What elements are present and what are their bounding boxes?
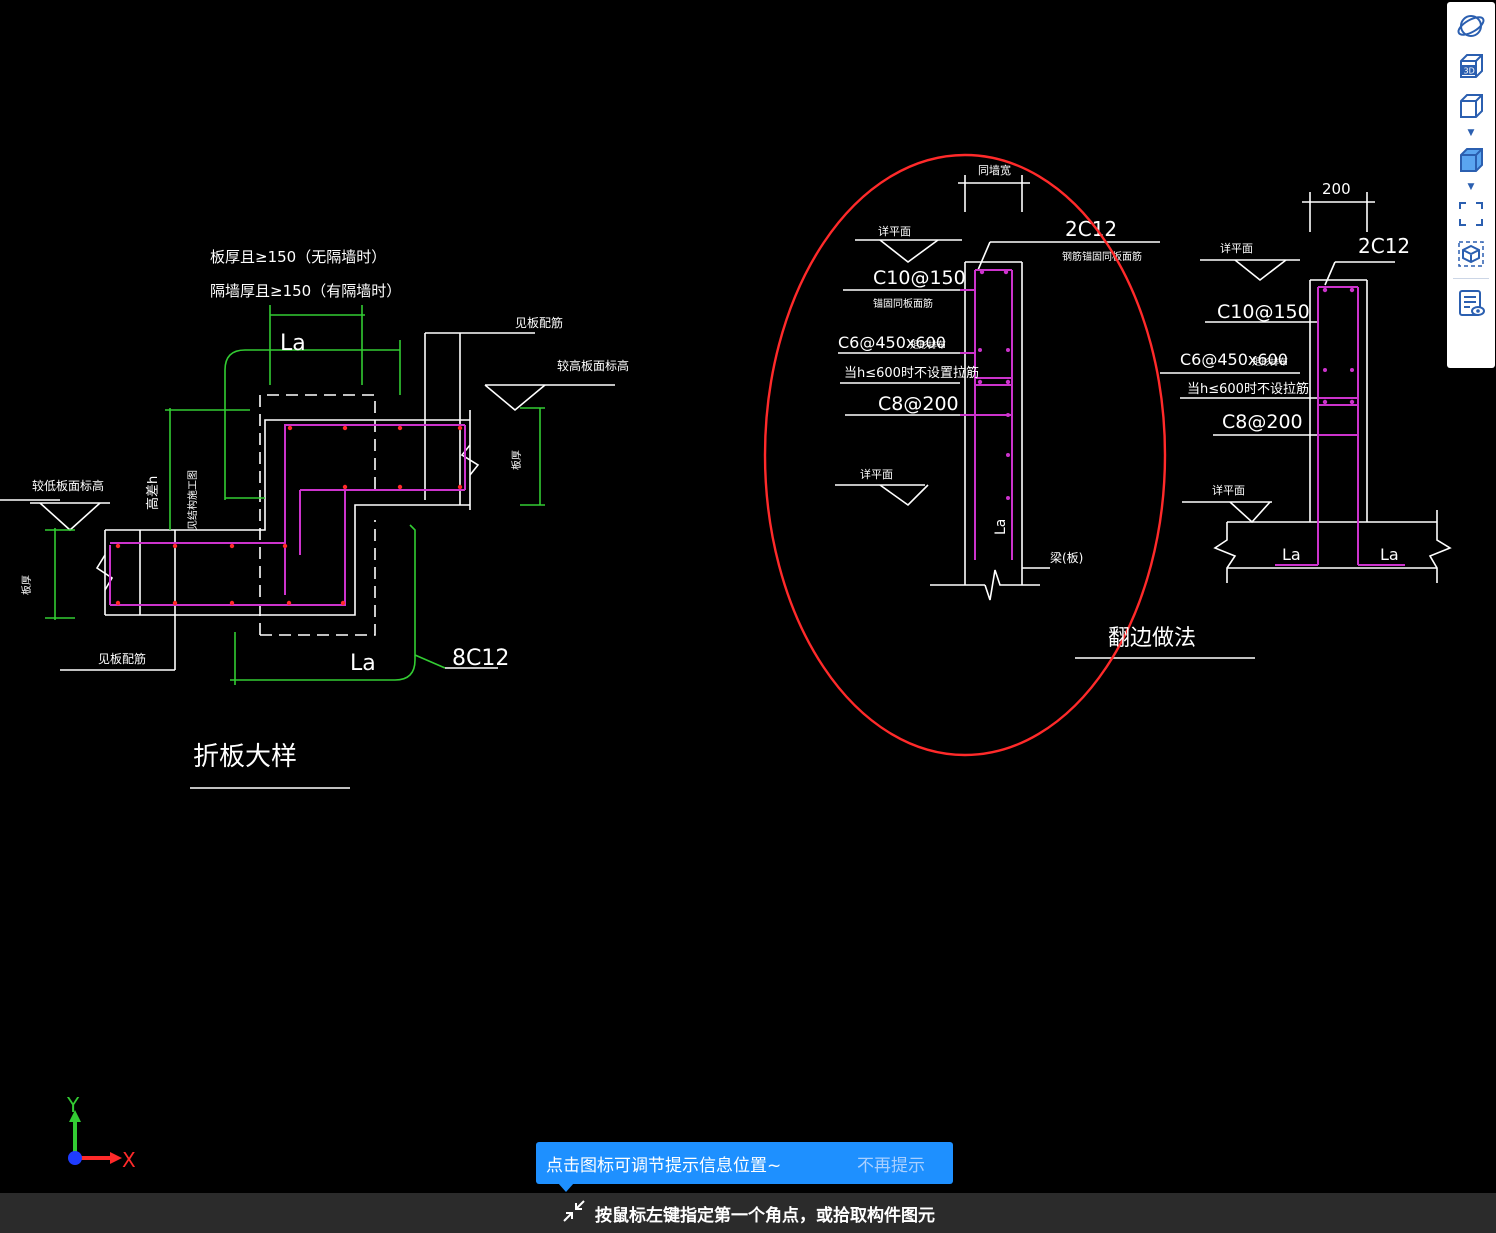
- right-dim-top: 200: [1322, 180, 1351, 198]
- hint-tooltip[interactable]: 点击图标可调节提示信息位置~ 不再提示: [536, 1142, 953, 1184]
- collapse-icon[interactable]: [561, 1198, 587, 1228]
- box-view-dropdown-icon[interactable]: ▼: [1467, 128, 1475, 138]
- left-note-line2: 隔墙厚且≥150（有隔墙时）: [210, 282, 401, 300]
- mid-stirrup2-note: 矩形排布: [910, 339, 946, 351]
- right-stirrup2-note: 矩形排布: [1252, 356, 1288, 368]
- left-la-top: La: [280, 331, 306, 356]
- mid-rebar-top-note: 钢筋锚固同板面筋: [1062, 250, 1142, 263]
- mid-ref-bottom: 详平面: [860, 467, 893, 481]
- view-toolbar: 3D ▼ ▼: [1447, 2, 1495, 368]
- view-3d-icon[interactable]: 3D: [1447, 46, 1495, 86]
- left-detail-title: 折板大样: [193, 742, 297, 772]
- ucs-axes: Y X: [66, 1093, 136, 1172]
- left-detail: 板厚且≥150（无隔墙时） 隔墙厚且≥150（有隔墙时） La La 8C12 …: [0, 248, 629, 789]
- left-upper-elev-label: 较高板面标高: [557, 358, 629, 373]
- drawing-canvas[interactable]: 板厚且≥150（无隔墙时） 隔墙厚且≥150（有隔墙时） La La 8C12 …: [0, 0, 1496, 1193]
- fit-screen-icon[interactable]: [1447, 194, 1495, 234]
- left-lower-side-label: 见板配筋: [98, 651, 146, 666]
- left-vertical-note: 见结构施工图: [186, 470, 199, 530]
- mid-stirrup2: C6@450x600: [838, 333, 946, 352]
- left-upper-side-label: 见板配筋: [515, 315, 563, 330]
- box-view-icon[interactable]: [1447, 86, 1495, 126]
- mid-stirrup1-note: 锚固同板面筋: [873, 297, 933, 310]
- right-stirrup2-note2: 当h≤600时不设拉筋: [1187, 381, 1309, 397]
- mid-end-label: 梁(板): [1050, 550, 1083, 565]
- right-rebar-top: 2C12: [1358, 234, 1410, 258]
- mid-stirrup2-note2: 当h≤600时不设置拉筋: [844, 365, 979, 381]
- mid-la-label: La: [993, 519, 1009, 535]
- mid-dim-top: 同墙宽: [978, 163, 1011, 177]
- svg-text:3D: 3D: [1464, 67, 1475, 76]
- orbit-icon[interactable]: [1447, 6, 1495, 46]
- right-stirrup2: C6@450x600: [1180, 350, 1288, 369]
- right-stirrup1: C10@150: [1217, 301, 1310, 323]
- left-rebar-label: 8C12: [452, 646, 509, 671]
- solid-view-icon[interactable]: [1447, 140, 1495, 180]
- right-detail-title: 翻边做法: [1108, 626, 1196, 651]
- right-detail: 200 2C12 详平面 C10@150 C6@450x600 矩形排布 当h≤…: [1108, 180, 1452, 651]
- middle-detail: 同墙宽 2C12 钢筋锚固同板面筋 详平面 C10@150 锚固同板面筋 C6@…: [835, 163, 1300, 659]
- hint-pointer: [558, 1183, 574, 1192]
- right-ref-bottom: 详平面: [1212, 483, 1245, 497]
- highlight-ellipse: [763, 153, 1167, 757]
- property-display-icon[interactable]: [1447, 283, 1495, 323]
- right-ref-top: 详平面: [1220, 241, 1253, 255]
- right-stirrup3: C8@200: [1222, 411, 1303, 433]
- mid-ref-top: 详平面: [878, 224, 911, 238]
- mid-stirrup3: C8@200: [878, 393, 959, 415]
- left-thk-label: 板厚: [20, 575, 33, 595]
- status-prompt: 按鼠标左键指定第一个角点，或拾取构件图元: [595, 1205, 935, 1226]
- left-lower-elev-label: 较低板面标高: [32, 478, 104, 493]
- status-bar: 按鼠标左键指定第一个角点，或拾取构件图元: [0, 1193, 1496, 1233]
- axis-x-label: X: [122, 1148, 136, 1172]
- left-step-label: 高差h: [145, 476, 161, 510]
- hint-message: 点击图标可调节提示信息位置~: [546, 1155, 782, 1176]
- left-note-line1: 板厚且≥150（无隔墙时）: [210, 248, 386, 266]
- right-la-right: La: [1380, 545, 1399, 564]
- component-view-icon[interactable]: [1447, 234, 1495, 274]
- axis-y-label: Y: [66, 1093, 80, 1117]
- solid-view-dropdown-icon[interactable]: ▼: [1467, 182, 1475, 192]
- right-thk-label: 板厚: [510, 450, 523, 470]
- mid-stirrup1: C10@150: [873, 267, 966, 289]
- hint-dismiss-button[interactable]: 不再提示: [857, 1155, 925, 1176]
- left-la-bottom: La: [350, 651, 376, 676]
- toolbar-divider: [1453, 278, 1489, 279]
- right-la-left: La: [1282, 545, 1301, 564]
